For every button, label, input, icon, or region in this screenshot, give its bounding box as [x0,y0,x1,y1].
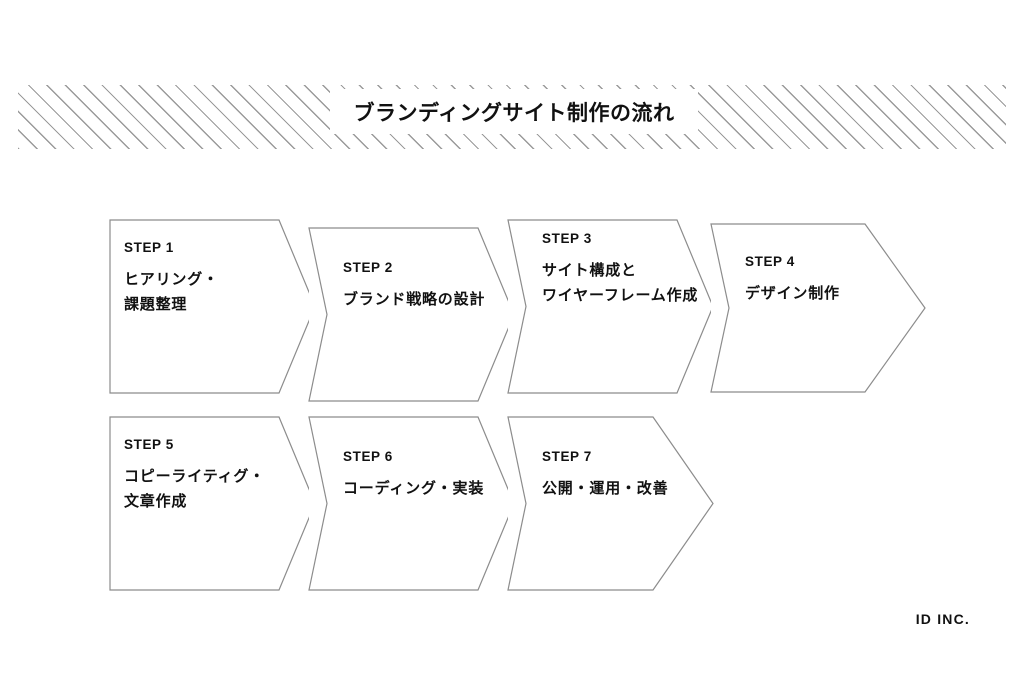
step-chevron-outline-3 [507,219,714,394]
title-plate: ブランディングサイト制作の流れ [330,89,698,134]
page-title: ブランディングサイト制作の流れ [353,101,675,125]
step-chevron-outline-7 [507,416,714,591]
company-logo: ID INC. [915,611,970,627]
step-chevron-outline-2 [308,227,515,402]
step-chevron-outline-6 [308,416,515,591]
step-chevron-outline-4 [710,223,926,393]
step-chevron-outline-1 [109,219,316,394]
step-chevron-outline-5 [109,416,316,591]
